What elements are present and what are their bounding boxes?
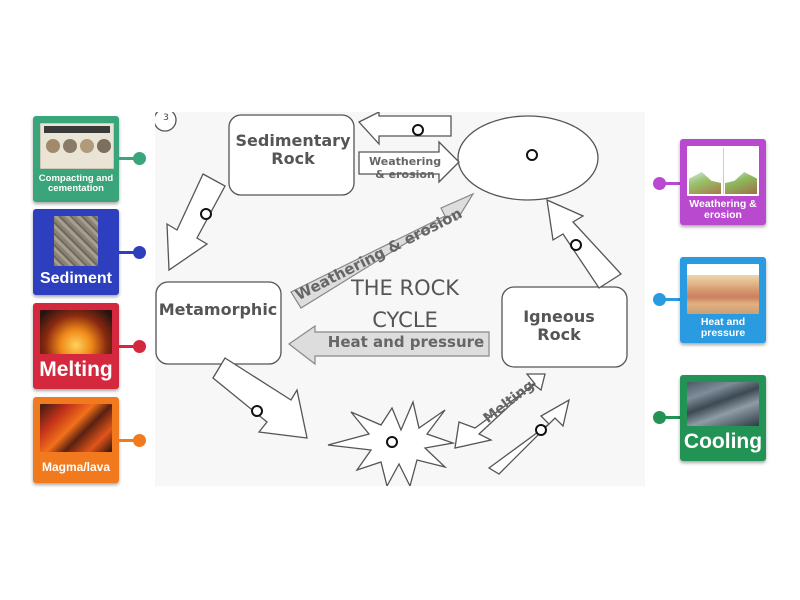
drop-target-starburst[interactable]: [386, 436, 398, 448]
lava-glow-image: [40, 310, 112, 354]
arrow-melting-upper: [454, 373, 546, 449]
igneous-rock-label: Igneous Rock: [523, 307, 595, 345]
metamorphic-label: Metamorphic: [158, 300, 278, 319]
compaction-photos-image: [40, 123, 114, 169]
sedimentary-rock-label: Sedimentary Rock: [235, 131, 351, 169]
connector-magma-lava: [119, 439, 135, 442]
diagram-shapes: [155, 112, 628, 486]
weathering-illustration-image: [687, 146, 759, 196]
page-number-circle: [155, 112, 177, 132]
card-magma-lava[interactable]: Magma/lava: [33, 397, 119, 483]
connector-compacting: [119, 157, 135, 160]
drop-target-melting-arrow[interactable]: [535, 424, 547, 436]
sediment-photo-image: [54, 216, 98, 266]
connector-dot-magma-lava[interactable]: [133, 434, 146, 447]
arrow-melting-lower: [487, 398, 570, 475]
arrow-heat-pressure: [287, 324, 490, 366]
card-label-weathering: Weathering & erosion: [689, 198, 757, 222]
card-heat-and-pressure[interactable]: Heat and pressure: [680, 257, 766, 343]
card-label-melting: Melting: [39, 358, 113, 381]
igneous-box: [501, 286, 628, 368]
heat-pressure-label: Heat and pressure: [327, 333, 485, 351]
card-melting[interactable]: Melting: [33, 303, 119, 389]
weathering-small-label: Weathering & erosion: [369, 155, 442, 181]
arrow-left-diagonal: [166, 173, 226, 272]
page-number: 3: [163, 113, 169, 123]
card-label-cooling: Cooling: [683, 430, 763, 453]
connector-melting: [119, 345, 135, 348]
card-cooling[interactable]: Cooling: [680, 375, 766, 461]
drop-target-left-arrow[interactable]: [200, 208, 212, 220]
connector-dot-melting[interactable]: [133, 340, 146, 353]
drop-target-ellipse[interactable]: [526, 149, 538, 161]
lava-flow-image: [40, 404, 112, 452]
connector-dot-weathering[interactable]: [653, 177, 666, 190]
connector-weathering: [664, 182, 680, 185]
card-label-sediment: Sediment: [39, 270, 112, 287]
connector-dot-heat-pressure[interactable]: [653, 293, 666, 306]
arrow-weathering-big: [290, 192, 475, 309]
card-weathering-and-erosion[interactable]: Weathering & erosion: [680, 139, 766, 225]
connector-heat-pressure: [664, 298, 680, 301]
drop-target-right-arrow[interactable]: [570, 239, 582, 251]
rock-cycle-title-line1: THE ROCK: [350, 276, 460, 300]
arrow-right-diagonal: [546, 198, 623, 289]
connector-sediment: [119, 251, 135, 254]
arrow-top: [357, 112, 452, 146]
card-sediment[interactable]: Sediment: [33, 209, 119, 295]
sedimentary-box: [228, 114, 355, 196]
drop-target-bottom-left-arrow[interactable]: [251, 405, 263, 417]
drop-target-top-arrow[interactable]: [412, 124, 424, 136]
connector-dot-sediment[interactable]: [133, 246, 146, 259]
card-label-compacting: Compacting and cementation: [38, 173, 114, 194]
metamorphic-box: [155, 281, 282, 365]
connector-dot-compacting[interactable]: [133, 152, 146, 165]
arrow-weathering-small: [358, 140, 460, 184]
connector-dot-cooling[interactable]: [653, 411, 666, 424]
card-label-magma-lava: Magma/lava: [41, 460, 111, 474]
rock-cycle-diagram: 3 Sedimentary Rock Metamorphic Igneous R…: [155, 112, 645, 486]
arrow-bottom-left: [212, 357, 308, 439]
card-compacting-and-cementation[interactable]: Compacting and cementation: [33, 116, 119, 202]
cooled-rock-image: [687, 382, 759, 426]
connector-cooling: [664, 416, 680, 419]
rock-cycle-title-line2: CYCLE: [372, 308, 438, 332]
card-label-heat-pressure: Heat and pressure: [700, 316, 746, 340]
rock-layers-image: [687, 264, 759, 314]
